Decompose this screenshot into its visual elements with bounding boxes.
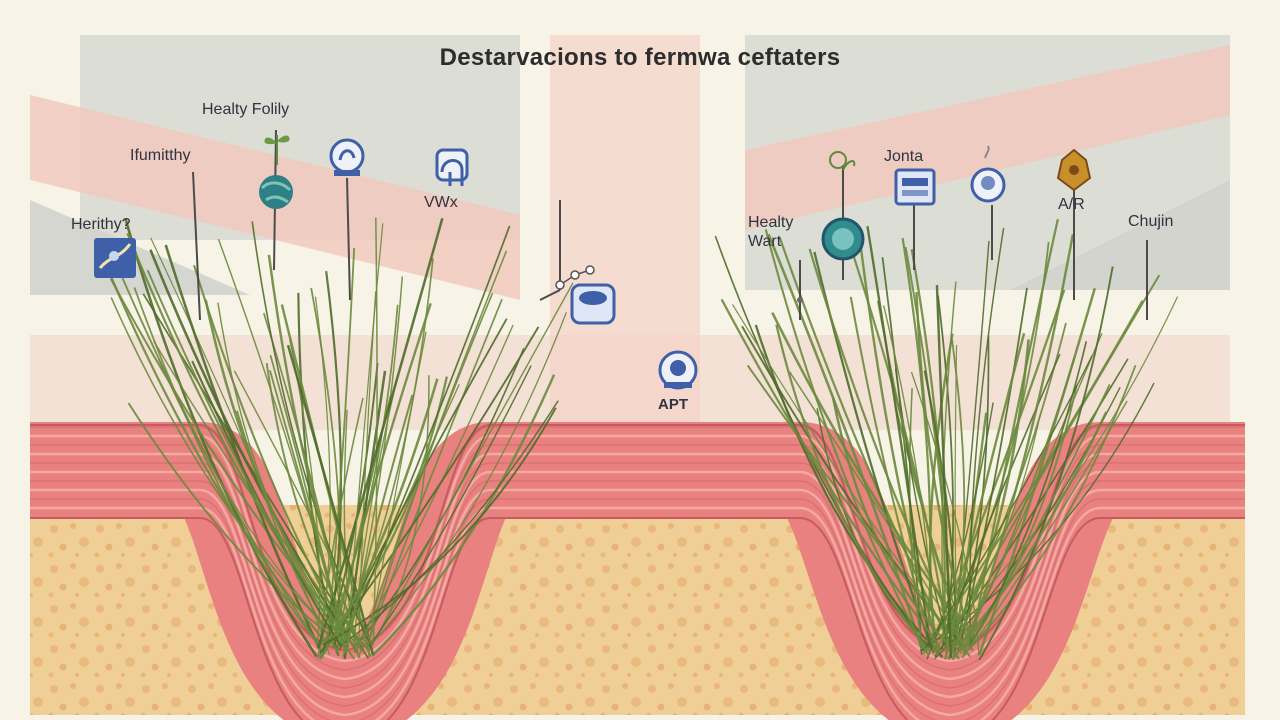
label-stems (192, 129, 1148, 321)
globe-icon (259, 175, 293, 209)
stem-node (797, 297, 803, 303)
label-wwx: VWx (424, 194, 458, 211)
molecule-icon (555, 265, 616, 325)
label-chujin: Chujin (1128, 213, 1174, 230)
label-healty-wart: Healty Wart (748, 214, 794, 250)
label-apt: APT (658, 396, 688, 413)
diagram-title: Destarvacions to fermwa ceftaters (439, 44, 841, 71)
seedling-icon (264, 135, 290, 165)
teal-medallion-icon (821, 217, 865, 261)
apt-badge-icon (658, 350, 698, 390)
medal-icon (329, 138, 365, 176)
label-jonta: Jonta (884, 148, 924, 165)
droplet-medal-icon (970, 145, 1006, 203)
hair-bundle-left (109, 217, 574, 660)
label-ar: A/R (1058, 196, 1085, 213)
label-healty-folly: Healty Folily (202, 101, 290, 118)
epidermis-layer (30, 422, 1245, 720)
product-box-icon (94, 238, 136, 278)
monitor-icon (894, 168, 936, 206)
label-herithy: Herithy? (71, 216, 131, 233)
elephant-icon (435, 148, 469, 186)
sprout-icon (829, 151, 856, 171)
label-ifumitthy: Ifumitthy (130, 147, 191, 164)
hair-bundle-right (714, 219, 1179, 661)
crest-icon (1056, 148, 1092, 192)
